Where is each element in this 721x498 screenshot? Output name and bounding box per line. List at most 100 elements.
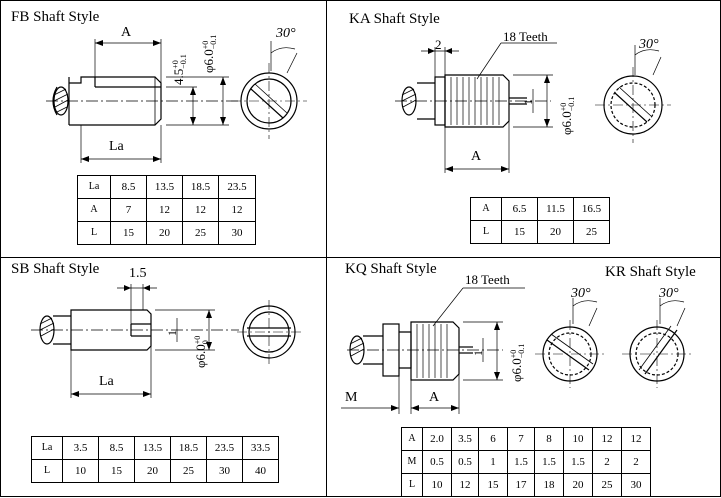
sb-dim-la: La	[99, 374, 114, 389]
kq-table-cell: 15	[478, 473, 508, 497]
fb-dim-la: La	[109, 139, 124, 154]
kq-table-cell: 10	[422, 473, 452, 497]
kq-table-cell: 18	[534, 473, 564, 497]
kq-dim-diameter: φ6.0+0−0.1	[509, 343, 527, 382]
fb-dim-diameter: φ6.0+0−0.1	[201, 34, 219, 73]
fb-table-cell: 12	[146, 198, 183, 222]
kq-table-header-cell: A	[401, 427, 423, 451]
fb-table-cell: 8.5	[110, 175, 147, 199]
ka-table-header-cell: A	[470, 197, 502, 221]
sb-table-cell: 10	[62, 459, 99, 483]
kq-table-cell: 8	[534, 427, 564, 451]
kq-table-cell: 12	[592, 427, 622, 451]
fb-table-header-cell: La	[77, 175, 111, 199]
kq-dim-angle: 30°	[571, 286, 591, 301]
kq-table-cell: 6	[478, 427, 508, 451]
kq-table-header-cell: M	[401, 450, 423, 474]
ka-table-header-cell: L	[470, 220, 502, 244]
ka-table-cell: 15	[501, 220, 538, 244]
fb-table-cell: 20	[146, 221, 183, 245]
fb-table-header-cell: L	[77, 221, 111, 245]
kq-title: KQ Shaft Style	[345, 261, 437, 277]
kq-table-cell: 10	[563, 427, 593, 451]
ka-dim-angle: 30°	[639, 37, 659, 52]
ka-table-cell: 16.5	[573, 197, 610, 221]
kq-table-cell: 0.5	[422, 450, 452, 474]
fb-table-header-cell: A	[77, 198, 111, 222]
sb-table-cell: 8.5	[98, 436, 135, 460]
ka-drawing	[395, 42, 671, 173]
fb-table-cell: 15	[110, 221, 147, 245]
kq-dim-m: M	[345, 390, 358, 405]
kq-table-cell: 12	[621, 427, 651, 451]
kq-table-cell: 2	[621, 450, 651, 474]
kq-drawing	[341, 287, 692, 414]
sb-table-cell: 15	[98, 459, 135, 483]
sb-dim-slot: 1.5	[129, 266, 147, 281]
fb-table-cell: 23.5	[218, 175, 256, 199]
sb-table-cell: 20	[134, 459, 171, 483]
kq-table-cell: 1.5	[563, 450, 593, 474]
ka-dim-one: 1	[521, 99, 535, 105]
kq-table-cell: 2	[592, 450, 622, 474]
sb-table-cell: 33.5	[242, 436, 279, 460]
kq-table-cell: 30	[621, 473, 651, 497]
fb-table-cell: 25	[182, 221, 219, 245]
kq-table-cell: 3.5	[451, 427, 479, 451]
kq-table-cell: 1	[478, 450, 508, 474]
kq-table-cell: 20	[563, 473, 593, 497]
sb-table-cell: 18.5	[170, 436, 207, 460]
kq-dim-a: A	[429, 390, 440, 405]
fb-panel: FB Shaft Style	[0, 0, 327, 258]
ka-dim-two: 2	[435, 37, 442, 52]
ka-table-cell: 20	[537, 220, 574, 244]
sb-panel: SB Shaft Style	[0, 257, 327, 497]
fb-table-cell: 12	[218, 198, 256, 222]
kq-table-header-cell: L	[401, 473, 423, 497]
ka-dim-a: A	[471, 149, 482, 164]
fb-table-cell: 18.5	[182, 175, 219, 199]
sb-table-header-cell: La	[31, 436, 63, 460]
ka-dim-teeth: 18 Teeth	[503, 29, 548, 44]
kq-table-cell: 17	[507, 473, 535, 497]
kr-title: KR Shaft Style	[605, 264, 696, 280]
fb-dim-a: A	[121, 25, 132, 40]
kq-dim-one: 1	[471, 350, 485, 356]
kr-dim-angle: 30°	[659, 286, 679, 301]
sb-dim-one: 1	[165, 330, 179, 336]
fb-dim-angle: 30°	[276, 26, 296, 41]
ka-title: KA Shaft Style	[349, 11, 440, 27]
sb-table-cell: 3.5	[62, 436, 99, 460]
ka-panel: KA Shaft Style	[326, 0, 721, 258]
fb-table-cell: 12	[182, 198, 219, 222]
kq-panel: KQ Shaft Style KR Shaft Style	[326, 257, 721, 497]
ka-table-cell: 6.5	[501, 197, 538, 221]
kq-table-cell: 25	[592, 473, 622, 497]
sb-table-cell: 23.5	[206, 436, 243, 460]
kq-table-cell: 1.5	[507, 450, 535, 474]
sb-table-cell: 30	[206, 459, 243, 483]
fb-table-cell: 7	[110, 198, 147, 222]
fb-drawing	[46, 39, 307, 163]
fb-table-cell: 13.5	[146, 175, 183, 199]
kq-table-cell: 0.5	[451, 450, 479, 474]
sb-table-header-cell: L	[31, 459, 63, 483]
fb-table-cell: 30	[218, 221, 256, 245]
fb-title: FB Shaft Style	[11, 9, 100, 25]
kq-dim-teeth: 18 Teeth	[465, 272, 510, 287]
ka-table-cell: 11.5	[537, 197, 574, 221]
kq-table-cell: 1.5	[534, 450, 564, 474]
sb-drawing	[31, 284, 301, 398]
